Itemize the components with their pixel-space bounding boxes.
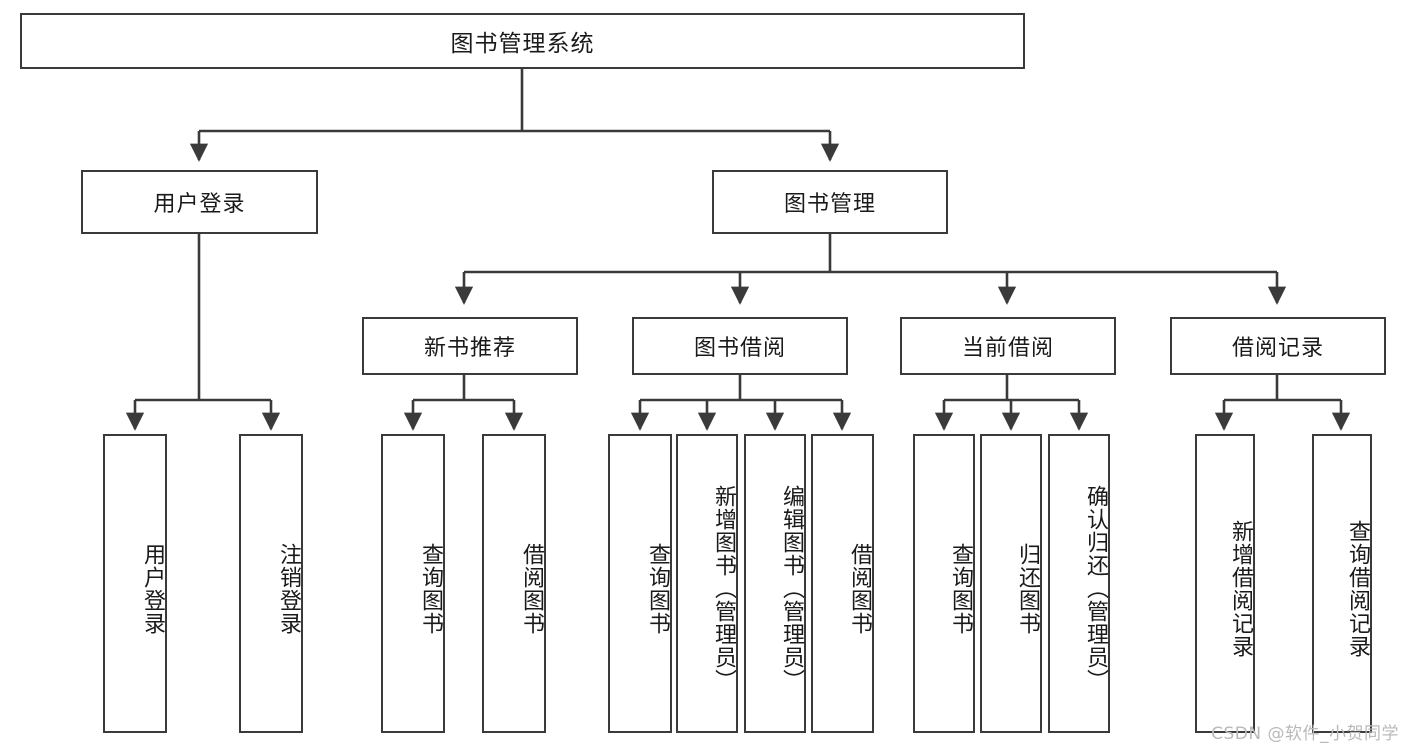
leaf-label: 查询借阅记录 (1345, 519, 1370, 658)
leaf-current-borrow-return-book[interactable]: 归还图书 (980, 434, 1042, 733)
leaf-user-login-logout[interactable]: 注销登录 (239, 434, 303, 733)
leaf-user-login-login[interactable]: 用户登录 (103, 434, 167, 733)
leaf-label: 查询图书 (948, 542, 973, 635)
leaf-new-book-borrow-book[interactable]: 借阅图书 (482, 434, 546, 733)
node-new-book-recommend[interactable]: 新书推荐 (362, 317, 578, 375)
leaf-current-borrow-query-book[interactable]: 查询图书 (913, 434, 975, 733)
node-root-system[interactable]: 图书管理系统 (20, 13, 1025, 69)
leaf-book-borrow-query-book[interactable]: 查询图书 (608, 434, 672, 733)
leaf-book-borrow-borrow-book[interactable]: 借阅图书 (811, 434, 874, 733)
leaf-new-book-query-book[interactable]: 查询图书 (381, 434, 445, 733)
leaf-label: 借阅图书 (847, 542, 872, 635)
leaf-borrow-record-add-record[interactable]: 新增借阅记录 (1195, 434, 1255, 733)
leaf-book-borrow-add-book-admin[interactable]: 新增图书（管理员） (676, 434, 738, 733)
leaf-label: 查询图书 (645, 542, 670, 635)
leaf-label: 归还图书 (1015, 542, 1040, 635)
leaf-current-borrow-confirm-return-admin[interactable]: 确认归还（管理员） (1048, 434, 1110, 733)
csdn-watermark: CSDN @软件_小贺同学 (1211, 724, 1399, 744)
leaf-label: 注销登录 (276, 542, 301, 635)
leaf-borrow-record-query-record[interactable]: 查询借阅记录 (1312, 434, 1372, 733)
leaf-label: 确认归还（管理员） (1083, 485, 1108, 692)
leaf-label: 新增图书（管理员） (711, 485, 736, 692)
node-user-login[interactable]: 用户登录 (81, 170, 318, 234)
leaf-label: 新增借阅记录 (1228, 519, 1253, 658)
leaf-label: 用户登录 (140, 542, 165, 635)
node-current-borrow[interactable]: 当前借阅 (900, 317, 1116, 375)
leaf-label: 查询图书 (418, 542, 443, 635)
leaf-label: 编辑图书（管理员） (779, 485, 804, 692)
node-book-borrow[interactable]: 图书借阅 (632, 317, 848, 375)
node-borrow-record[interactable]: 借阅记录 (1170, 317, 1386, 375)
leaf-book-borrow-edit-book-admin[interactable]: 编辑图书（管理员） (744, 434, 806, 733)
leaf-label: 借阅图书 (519, 542, 544, 635)
node-book-management[interactable]: 图书管理 (712, 170, 948, 234)
